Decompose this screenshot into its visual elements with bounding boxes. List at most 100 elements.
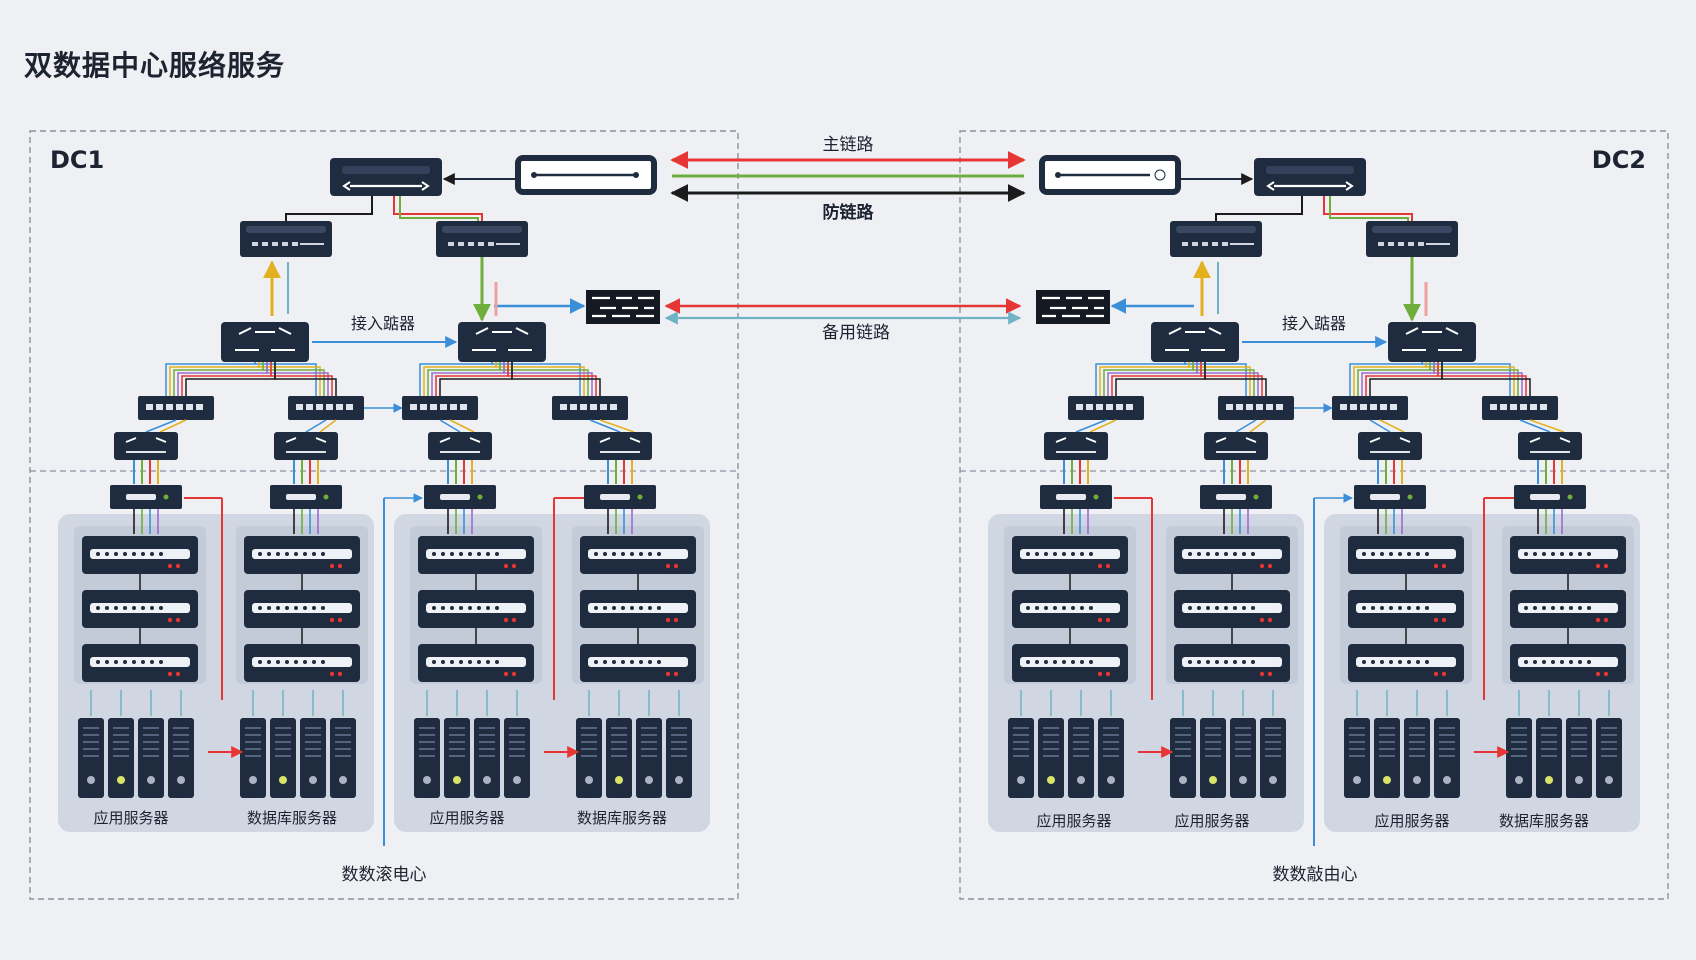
dc1-rack-server-1-2-2 bbox=[244, 590, 360, 628]
dc2-l3-switch-2 bbox=[1388, 322, 1476, 362]
dc2-group2-right-label: 数据库服务器 bbox=[1499, 812, 1589, 830]
dc1-rack-server-1-1-1 bbox=[82, 536, 198, 574]
dc1-tower-server-1-2-1 bbox=[240, 718, 266, 798]
dc2-tower-server-1-2-3 bbox=[1230, 718, 1256, 798]
dc2-rack-server-2-2-2 bbox=[1510, 590, 1626, 628]
dc2-leaf-switch-1 bbox=[1040, 485, 1112, 509]
dc1-rack-server-2-1-2 bbox=[418, 590, 534, 628]
dc2-leaf-switch-2 bbox=[1200, 485, 1272, 509]
dc1-leaf-switch-1 bbox=[110, 485, 182, 509]
page-title: 双数据中心服络服务 bbox=[24, 49, 286, 82]
dc2-rack-server-2-2-3 bbox=[1510, 644, 1626, 682]
dc2-agg-switch-1 bbox=[1170, 221, 1262, 257]
dc2-access-label: 接入踮器 bbox=[1282, 314, 1346, 333]
dc1-group1-left-label: 应用服务器 bbox=[93, 809, 168, 827]
dc1-tower-server-1-2-2 bbox=[270, 718, 296, 798]
dc1-tower-server-2-2-3 bbox=[636, 718, 662, 798]
dc1-tower-server-1-1-1 bbox=[78, 718, 104, 798]
dc2-tor-switch-3 bbox=[1332, 396, 1408, 420]
dc1-tower-server-2-1-4 bbox=[504, 718, 530, 798]
dc1-tower-server-2-2-1 bbox=[576, 718, 602, 798]
dc2-tower-server-1-1-3 bbox=[1068, 718, 1094, 798]
dc1-tower-server-2-2-2 bbox=[606, 718, 632, 798]
dc1-topology bbox=[58, 196, 710, 846]
dc2-rack-server-1-2-2 bbox=[1174, 590, 1290, 628]
dc1-rack-server-2-2-1 bbox=[580, 536, 696, 574]
dc1-leaf-switch-2 bbox=[270, 485, 342, 509]
dc1-group1-right-label: 数据库服务器 bbox=[247, 809, 337, 827]
dc2-access-switch-1 bbox=[1044, 432, 1108, 460]
dc1-firewall-icon bbox=[586, 290, 660, 324]
dc2-tower-server-1-1-2 bbox=[1038, 718, 1064, 798]
dc2-topology bbox=[988, 196, 1640, 846]
dc2-tower-server-2-2-4 bbox=[1596, 718, 1622, 798]
dc2-layers bbox=[988, 196, 1640, 846]
dc2-tower-server-1-1-4 bbox=[1098, 718, 1124, 798]
dc1-rack-server-1-1-2 bbox=[82, 590, 198, 628]
dc2-rack-server-1-1-2 bbox=[1012, 590, 1128, 628]
dc1-tor-switch-3 bbox=[402, 396, 478, 420]
dc2-rack-server-1-2-1 bbox=[1174, 536, 1290, 574]
dc2-rack-server-2-2-1 bbox=[1510, 536, 1626, 574]
dc2-tower-server-2-1-1 bbox=[1344, 718, 1370, 798]
dc2-label: DC2 bbox=[1592, 146, 1646, 174]
dc1-core-router bbox=[330, 158, 442, 196]
dc2-rack-server-2-1-3 bbox=[1348, 644, 1464, 682]
dc1-tower-server-1-2-3 bbox=[300, 718, 326, 798]
dc1-rack-server-2-1-3 bbox=[418, 644, 534, 682]
inter-dc-links bbox=[494, 151, 1194, 325]
dc2-tower-server-2-2-1 bbox=[1506, 718, 1532, 798]
dc2-tower-server-2-1-2 bbox=[1374, 718, 1400, 798]
dc1-tower-server-1-1-2 bbox=[108, 718, 134, 798]
dc2-access-switch-2 bbox=[1204, 432, 1268, 460]
dc1-rack-server-1-2-3 bbox=[244, 644, 360, 682]
dc1-agg-switch-2 bbox=[436, 221, 528, 257]
dc2-tower-server-1-1-1 bbox=[1008, 718, 1034, 798]
dc1-tor-switch-4 bbox=[552, 396, 628, 420]
dc2-tor-switch-2 bbox=[1218, 396, 1294, 420]
dc2-access-switch-4 bbox=[1518, 432, 1582, 460]
dc2-access-switch-3 bbox=[1358, 432, 1422, 460]
dc1-access-switch-4 bbox=[588, 432, 652, 460]
dc2-leaf-switch-3 bbox=[1354, 485, 1426, 509]
dc2-rack-server-2-1-2 bbox=[1348, 590, 1464, 628]
dc2-group1-right-label: 应用服务器 bbox=[1174, 812, 1249, 830]
dc2-tower-server-1-2-2 bbox=[1200, 718, 1226, 798]
dc1-rack-server-2-1-1 bbox=[418, 536, 534, 574]
dc2-tower-server-2-1-4 bbox=[1434, 718, 1460, 798]
dc1-access-switch-3 bbox=[428, 432, 492, 460]
dc1-edge-gateway bbox=[515, 155, 657, 195]
dc1-tower-server-1-2-4 bbox=[330, 718, 356, 798]
dc1-access-switch-1 bbox=[114, 432, 178, 460]
dc1-group2-right-label: 数据库服务器 bbox=[577, 809, 667, 827]
dc1-access-label: 接入踮器 bbox=[351, 314, 415, 333]
dc2-group1-left-label: 应用服务器 bbox=[1036, 812, 1111, 830]
dc2-rack-server-2-1-1 bbox=[1348, 536, 1464, 574]
secondary-link-label: 防链路 bbox=[823, 202, 875, 223]
dc1-tor-switch-1 bbox=[138, 396, 214, 420]
dc1-tor-switch-2 bbox=[288, 396, 364, 420]
dc2-tor-switch-4 bbox=[1482, 396, 1558, 420]
dc2-leaf-switch-4 bbox=[1514, 485, 1586, 509]
dc1-l3-switch-2 bbox=[458, 322, 546, 362]
dc2-rack-server-1-1-1 bbox=[1012, 536, 1128, 574]
dc2-footer-label: 数数敲由心 bbox=[1273, 865, 1358, 885]
dc1-tower-server-2-2-4 bbox=[666, 718, 692, 798]
dc2-tower-server-1-2-1 bbox=[1170, 718, 1196, 798]
dc2-tower-server-2-2-3 bbox=[1566, 718, 1592, 798]
dc1-l3-switch-1 bbox=[221, 322, 309, 362]
dc1-layers bbox=[58, 196, 710, 846]
dc2-frame bbox=[959, 130, 1669, 900]
dc2-tor-switch-1 bbox=[1068, 396, 1144, 420]
main-link-label: 主链路 bbox=[823, 135, 874, 155]
dc1-rack-server-1-1-3 bbox=[82, 644, 198, 682]
dc2-agg-switch-2 bbox=[1366, 221, 1458, 257]
dc1-frame bbox=[29, 130, 739, 900]
dc1-label: DC1 bbox=[50, 146, 104, 174]
dc1-leaf-switch-3 bbox=[424, 485, 496, 509]
dc1-agg-switch-1 bbox=[240, 221, 332, 257]
dc1-tower-server-1-1-4 bbox=[168, 718, 194, 798]
dc1-rack-server-2-2-2 bbox=[580, 590, 696, 628]
dc2-tower-server-1-2-4 bbox=[1260, 718, 1286, 798]
